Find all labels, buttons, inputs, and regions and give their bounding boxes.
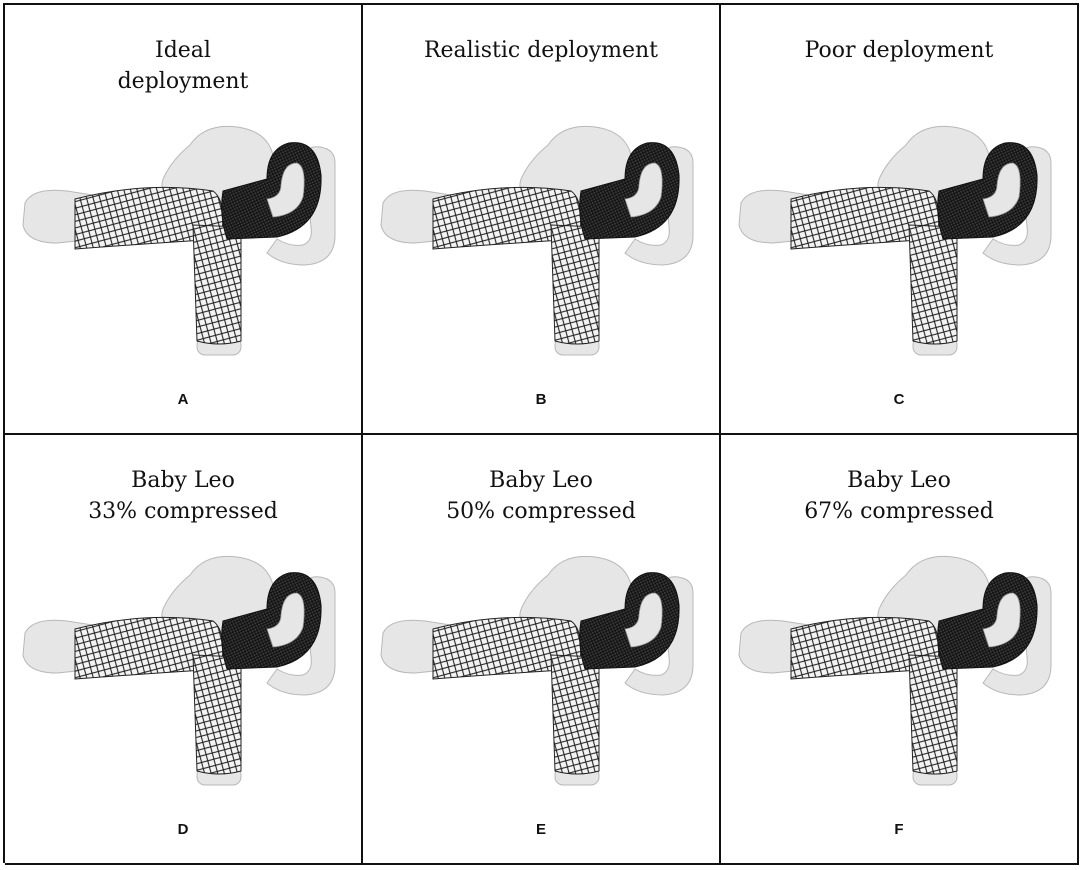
stent-model-image — [380, 125, 694, 356]
panel-title-line: 33% compressed — [88, 499, 278, 524]
panel-e: Baby Leo 50% compressed E — [363, 435, 721, 865]
panel-title-line: Poor deployment — [804, 38, 994, 63]
panel-label: A — [177, 391, 189, 408]
panel-a: Ideal deployment A — [5, 5, 363, 435]
panel-title-line: Baby Leo — [847, 468, 951, 493]
stent-model-image — [22, 555, 336, 786]
panel-title-line: deployment — [117, 69, 249, 94]
panel-title: Poor deployment — [721, 35, 1077, 66]
panel-label: B — [535, 391, 547, 408]
panel-title: Baby Leo 50% compressed — [363, 465, 719, 527]
panel-label: C — [893, 391, 905, 408]
panel-title: Baby Leo 67% compressed — [721, 465, 1077, 527]
stent-model-image — [738, 125, 1052, 356]
panel-title: Ideal deployment — [5, 35, 361, 97]
panel-d: Baby Leo 33% compressed D — [5, 435, 363, 865]
panel-label: F — [894, 821, 904, 838]
panel-b: Realistic deployment B — [363, 5, 721, 435]
panel-c: Poor deployment C — [721, 5, 1079, 435]
panel-title-line: Baby Leo — [489, 468, 593, 493]
panel-title-line: 67% compressed — [804, 499, 994, 524]
panel-title-line: Ideal — [155, 38, 211, 63]
panel-title: Baby Leo 33% compressed — [5, 465, 361, 527]
stent-model-image — [738, 555, 1052, 786]
panel-title-line: Baby Leo — [131, 468, 235, 493]
panel-title: Realistic deployment — [363, 35, 719, 66]
stent-model-image — [22, 125, 336, 356]
panel-f: Baby Leo 67% compressed F — [721, 435, 1079, 865]
figure-grid: Ideal deployment A Realistic deployment … — [3, 3, 1079, 865]
panel-title-line: Realistic deployment — [423, 38, 659, 63]
panel-title-line: 50% compressed — [446, 499, 636, 524]
stent-model-image — [380, 555, 694, 786]
panel-label: D — [177, 821, 189, 838]
panel-label: E — [535, 821, 546, 838]
